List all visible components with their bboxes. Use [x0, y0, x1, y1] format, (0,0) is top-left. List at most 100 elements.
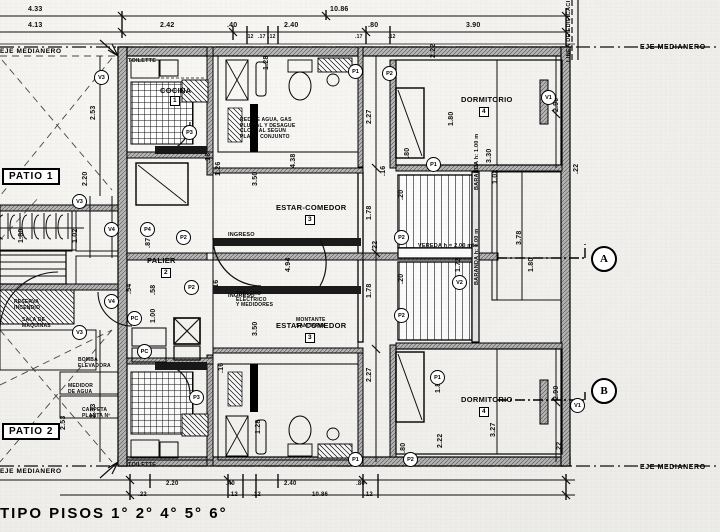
room-label-cocina-0: COCINA [160, 86, 192, 95]
dimension-mid-5: .58 [150, 284, 157, 295]
dimension-right-14: .22 [573, 163, 580, 174]
dimension-mid-1: 4.38 [290, 153, 297, 168]
linea-edificacion-label: LINEA DE EDIFICACION [566, 0, 572, 62]
dimension-top-small-0: .12 [246, 34, 254, 40]
element-tag-p1: P1 [430, 370, 445, 385]
dimension-mid-14: 1.72 [455, 257, 462, 272]
dimension-top-small-1: .17 [258, 34, 266, 40]
dimension-bottom-7: .12 [364, 492, 373, 498]
dimension-top-small-2: .12 [268, 34, 276, 40]
dimension-mid-6: .54 [126, 283, 133, 294]
dimension-mid-13: 1.28 [255, 419, 262, 434]
dimension-bottom-8: 10.86 [312, 492, 329, 498]
dimension-left-3: 1.80 [18, 228, 25, 243]
dimension-right-8: .80 [404, 147, 411, 158]
note-label-2: TOILETTE [128, 58, 157, 64]
dimension-right-0: 2.27 [366, 109, 373, 124]
patio-label-1: PATIO 1 [2, 168, 61, 185]
element-tag-p4: P4 [140, 222, 155, 237]
dimension-mid-2: 4.94 [285, 257, 292, 272]
room-number-badge: 1 [170, 96, 180, 106]
dimension-right-15: .22 [556, 441, 563, 452]
element-tag-v3: V3 [72, 194, 87, 209]
element-tag-p1: P1 [348, 452, 363, 467]
dimension-mid-10: .18 [205, 152, 212, 163]
note-label-1: INGRESO [228, 293, 255, 299]
element-tag-v1: V1 [570, 398, 585, 413]
dimension-left-0: 2.53 [90, 105, 97, 120]
room-label-dormitorio-2: DORMITORIO [461, 95, 513, 104]
dimension-right-18: 2.22 [430, 43, 437, 58]
dimension-bottom-1: 2.20 [166, 481, 179, 487]
eje-medianero-label-bottom-right: EJE MEDIANERO [640, 464, 706, 471]
dimension-bottom-4: .12 [252, 492, 261, 498]
dimension-mid-15: 1.02 [492, 169, 499, 184]
dimension-right-16: 1.80 [448, 111, 455, 126]
eje-medianero-label-bottom-left: EJE MEDIANERO [0, 468, 62, 475]
element-tag-p2: P2 [403, 452, 418, 467]
element-tag-v4: V4 [104, 222, 119, 237]
eje-medianero-label-top-left: EJE MEDIANERO [0, 48, 62, 55]
room-number-badge: 2 [161, 268, 171, 278]
dimension-right-7: .20 [398, 189, 405, 200]
element-tag-p1: P1 [348, 64, 363, 79]
dimension-bottom-0: .22 [138, 492, 147, 498]
element-tag-pc: PC [127, 311, 142, 326]
element-tag-v1: V1 [541, 90, 556, 105]
element-tag-v4: V4 [104, 294, 119, 309]
room-label-dormitorio-4: DORMITORIO [461, 395, 513, 404]
dimension-top-0: 4.13 [28, 22, 43, 29]
dimension-right-2: 1.78 [366, 283, 373, 298]
dimension-right-19: 2.22 [437, 433, 444, 448]
element-tag-pc: PC [137, 344, 152, 359]
dimension-right-1: 1.78 [366, 205, 373, 220]
dimension-right-3: 2.27 [366, 367, 373, 382]
element-tag-p2: P2 [176, 230, 191, 245]
dimension-mid-0: 3.50 [252, 171, 259, 186]
patio-label-2: PATIO 2 [2, 423, 61, 440]
dimension-mid-4: .87 [145, 237, 152, 248]
dimension-top-overall-1: 10.86 [330, 6, 349, 13]
dimension-mid-12: 1.28 [263, 55, 270, 70]
dimension-top-overall-0: 4.33 [28, 6, 43, 13]
element-tag-v3: V3 [94, 70, 109, 85]
dimension-bottom-6: .80 [356, 481, 365, 487]
dimension-right-4: .16 [380, 165, 387, 176]
room-label-palier-5: PALIER [147, 256, 176, 265]
room-label-estar-comedor-1: ESTAR-COMEDOR [276, 203, 347, 212]
element-tag-p3: P3 [182, 125, 197, 140]
dimension-left-5: 2.53 [60, 415, 67, 430]
dimension-top-2: .40 [227, 22, 238, 29]
element-tag-p2: P2 [394, 308, 409, 323]
note-label-3: TOILETTE [128, 462, 157, 468]
note-label-6: BARANDA h: 1.00 m [474, 228, 480, 285]
note-label-0: INGRESO [228, 232, 255, 238]
dimension-right-11: 3.27 [490, 422, 497, 437]
dimension-mid-3: 3.50 [252, 321, 259, 336]
dimension-left-1: 2.20 [82, 171, 89, 186]
section-marker-a: A [591, 246, 617, 272]
dimension-bottom-2: .40 [226, 481, 235, 487]
room-number-badge: 4 [479, 107, 489, 117]
element-tag-p2: P2 [382, 66, 397, 81]
dimension-top-3: 2.40 [284, 22, 299, 29]
room-number-badge: 3 [305, 215, 315, 225]
dimension-right-5: .22 [372, 240, 379, 251]
dimension-top-5: 3.90 [466, 22, 481, 29]
dimension-left-4: 1.00 [150, 308, 157, 323]
sheet-caption: TIPO PISOS 1° 2° 4° 5° 6° [0, 505, 228, 522]
dimension-left-2: 1.02 [72, 228, 79, 243]
room-number-badge: 3 [305, 333, 315, 343]
element-tag-v2: V2 [452, 275, 467, 290]
room-number-badge: 4 [479, 407, 489, 417]
dimension-bottom-5: 2.40 [284, 481, 297, 487]
